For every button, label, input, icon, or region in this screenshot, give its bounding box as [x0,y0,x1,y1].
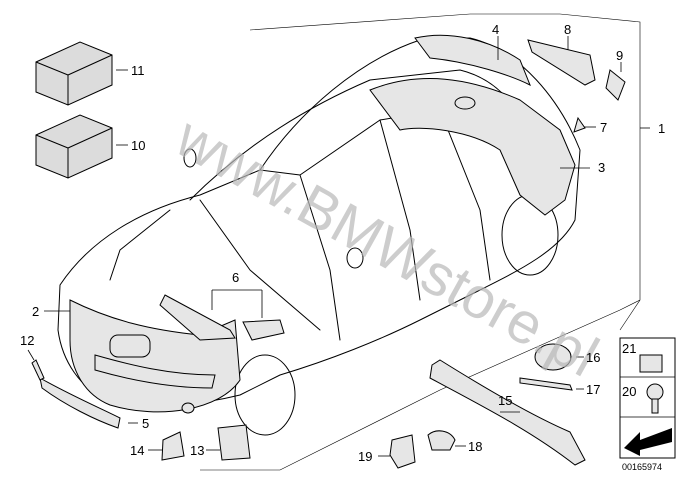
bumper-carrier-part [429,359,586,466]
cover-cap-part [605,69,626,101]
callout-6: 6 [232,270,239,285]
callout-18: 18 [468,439,482,454]
bracket-part-13 [217,424,251,461]
callout-10: 10 [131,138,145,153]
callout-14: 14 [130,443,144,458]
nut-clip-part [639,354,663,373]
callout-20: 20 [622,384,636,399]
callout-15: 15 [498,393,512,408]
callout-7: 7 [600,120,607,135]
callout-13: 13 [190,443,204,458]
leader-lines [27,36,650,457]
callout-17: 17 [586,382,600,397]
screw-head-part [646,383,664,401]
callout-1: 1 [658,121,665,136]
callout-labels: 1 2 3 4 5 6 7 8 9 10 11 12 13 14 15 16 1… [20,22,665,472]
car-body-drawing [57,37,581,436]
panel-outline-top [249,13,641,331]
diagram-id: 00165974 [622,462,662,472]
clip-part-12 [31,359,45,381]
legend-panel [619,337,676,459]
bracket-part-19 [389,434,416,469]
callout-21: 21 [622,341,636,356]
callout-3: 3 [598,160,605,175]
direction-arrow-icon [624,428,672,456]
callout-2: 2 [32,304,39,319]
callout-19: 19 [358,449,372,464]
clip-part [573,116,586,133]
callout-11: 11 [131,63,145,78]
screw-shank-part [651,398,659,414]
panel-outline-bottom [200,299,641,471]
lower-grille-part [39,377,121,429]
bracket-part-18 [427,430,456,451]
package-box-11 [35,41,113,106]
kidney-grille-part [534,343,572,371]
insert-parts [159,294,285,341]
callout-9: 9 [616,48,623,63]
bracket-part-14 [161,431,185,461]
package-box-10 [35,114,113,179]
rear-bumper-part [369,78,576,216]
callout-16: 16 [586,350,600,365]
trim-strip-part [527,39,596,86]
front-bumper-part [69,299,241,414]
callout-8: 8 [564,22,571,37]
molding-strip-part [519,377,573,391]
callout-4: 4 [492,22,499,37]
callout-5: 5 [142,416,149,431]
rear-spoiler-part [414,34,531,87]
callout-12: 12 [20,333,34,348]
